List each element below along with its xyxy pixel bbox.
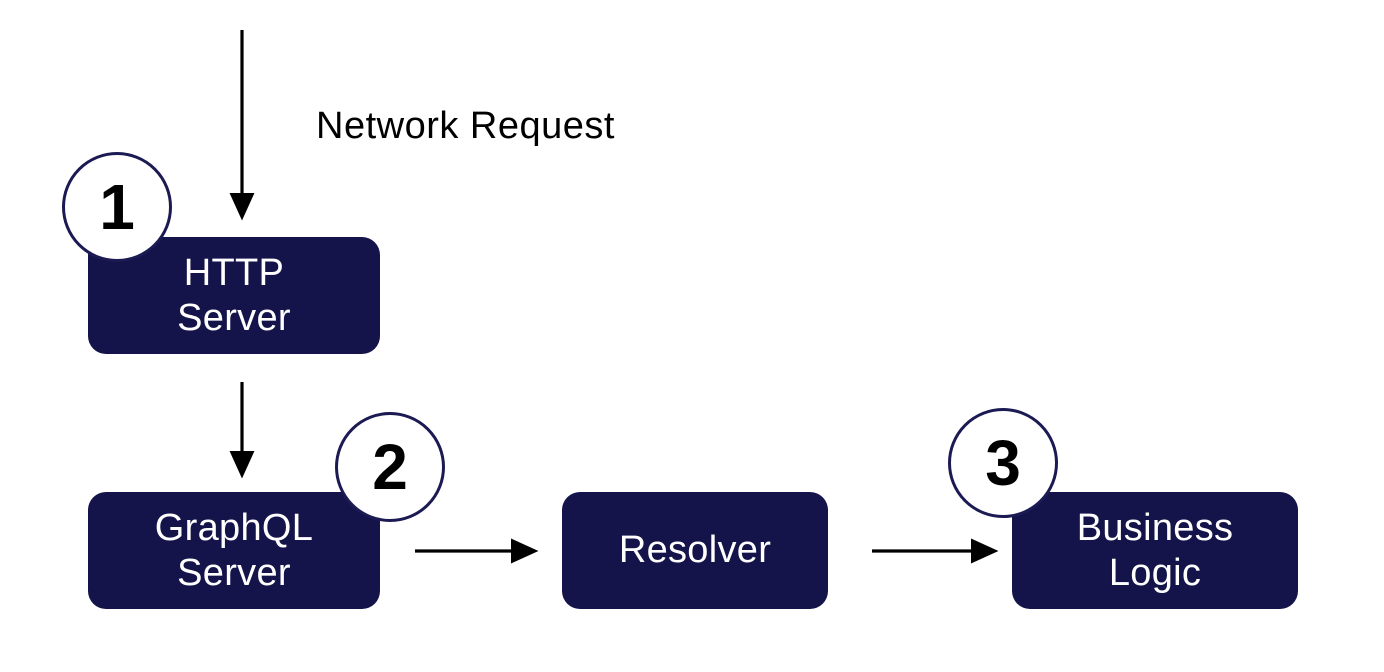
node-resolver[interactable]: Resolver [562,492,828,609]
step-badge-1[interactable]: 1 [62,152,172,262]
node-business-logic-line2: Logic [1108,551,1202,594]
node-business-logic-line1: Business [1076,507,1234,550]
step-badge-1-label: 1 [99,171,135,243]
step-badge-2[interactable]: 2 [335,412,445,522]
caption-network-request: Network Request [316,105,615,148]
node-business-logic[interactable]: Business Logic [1012,492,1298,609]
node-resolver-line1: Resolver [618,529,772,572]
node-graphql-server[interactable]: GraphQL Server [88,492,380,609]
node-graphql-server-line2: Server [177,551,291,594]
caption-network-request-text: Network Request [316,105,615,147]
node-http-server-line1: HTTP [183,252,285,295]
step-badge-3[interactable]: 3 [948,408,1058,518]
step-badge-3-label: 3 [985,427,1021,499]
node-graphql-server-line1: GraphQL [154,507,314,550]
step-badge-2-label: 2 [372,431,408,503]
node-http-server-line2: Server [177,296,291,339]
